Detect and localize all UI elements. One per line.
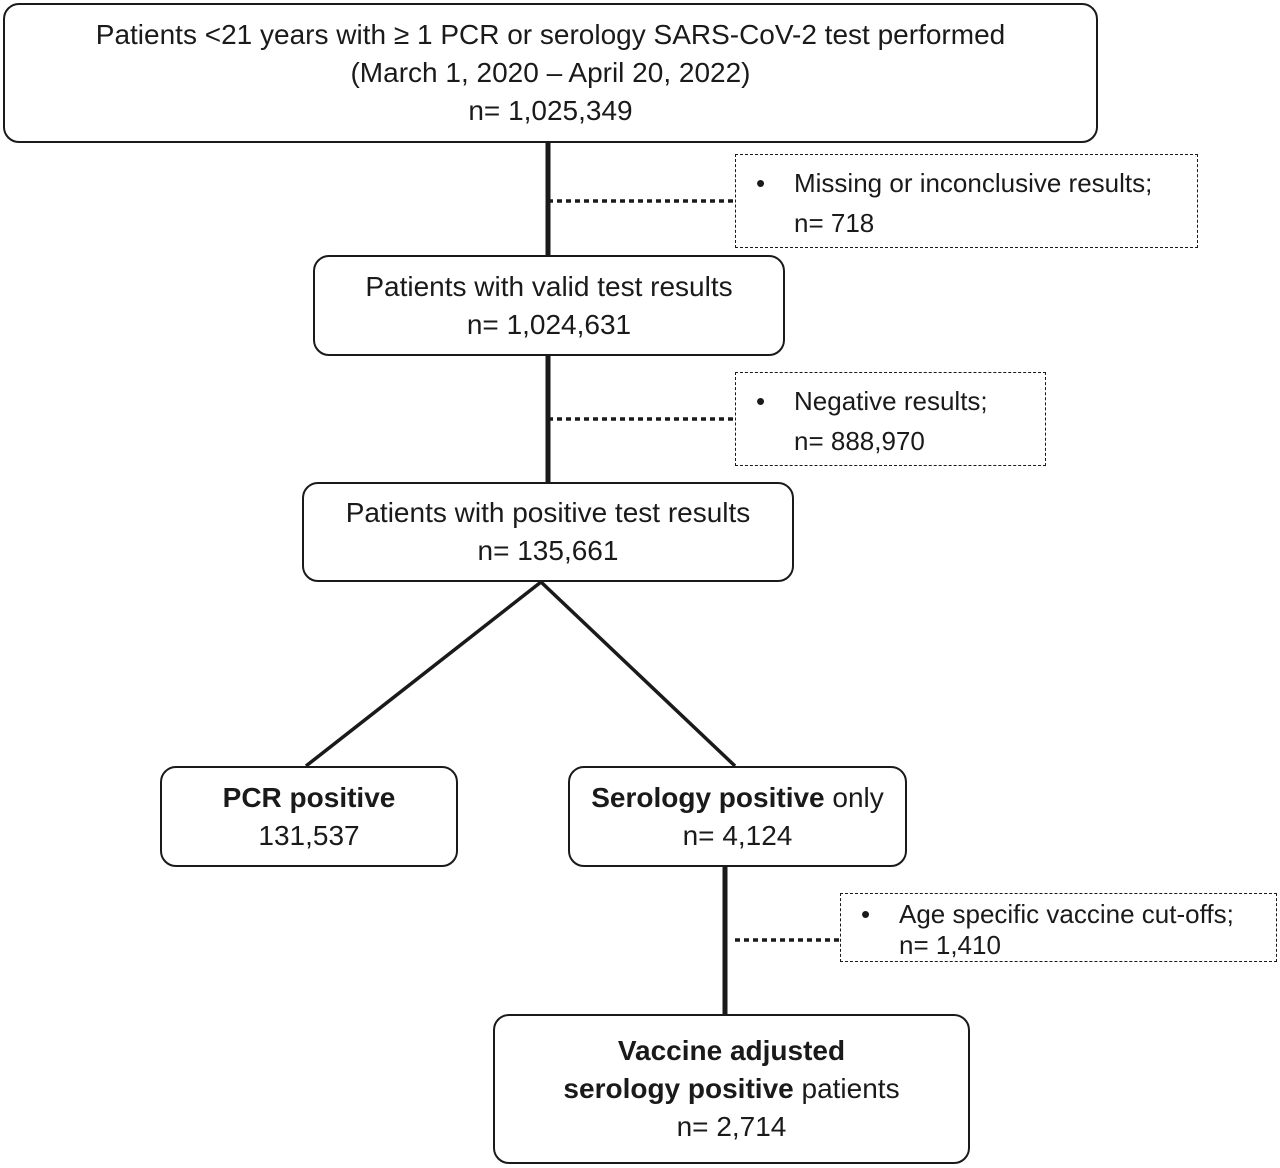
vaccine-adjusted-title: Vaccine adjusted: [617, 1035, 846, 1066]
serology-positive-qualifier: only: [824, 781, 884, 813]
bullet-icon: •: [756, 386, 766, 416]
exclusion-vaccine-cutoff-label: Age specific vaccine cut-offs;: [899, 899, 1234, 929]
connector-positive-to-pcr: [304, 580, 543, 768]
valid-results-box: Patients with valid test results n= 1,02…: [313, 255, 785, 356]
positive-results-count: n= 135,661: [477, 535, 619, 566]
connector-positive-to-serology: [539, 580, 737, 768]
bullet-icon: •: [756, 168, 766, 198]
start-date-range: (March 1, 2020 – April 20, 2022): [350, 57, 751, 88]
start-box: Patients <21 years with ≥ 1 PCR or serol…: [3, 3, 1098, 143]
serology-positive-title: Serology positive only: [591, 779, 884, 817]
start-count: n= 1,025,349: [468, 95, 633, 126]
exclusion-missing-label: Missing or inconclusive results;: [794, 168, 1153, 198]
exclusion-vaccine-cutoff-box: • Age specific vaccine cut-offs; n= 1,41…: [840, 893, 1277, 962]
vaccine-adjusted-subtitle: serology positive patients: [563, 1070, 899, 1108]
vaccine-adjusted-bold-label: serology positive: [563, 1073, 794, 1104]
serology-positive-box: Serology positive only n= 4,124: [568, 766, 907, 867]
exclusion-negative-count: n= 888,970: [794, 426, 925, 456]
pcr-positive-box: PCR positive 131,537: [160, 766, 458, 867]
serology-positive-count: n= 4,124: [682, 819, 793, 851]
vaccine-adjusted-count: n= 2,714: [676, 1111, 787, 1142]
positive-results-title: Patients with positive test results: [345, 497, 751, 528]
valid-results-count: n= 1,024,631: [466, 308, 632, 340]
bullet-icon: •: [861, 899, 871, 929]
exclusion-negative-label: Negative results;: [794, 386, 988, 416]
pcr-positive-count: 131,537: [258, 819, 360, 851]
valid-results-title: Patients with valid test results: [365, 270, 733, 302]
exclusion-missing-count: n= 718: [794, 208, 875, 238]
vaccine-adjusted-suffix: patients: [793, 1073, 900, 1104]
vaccine-adjusted-box: Vaccine adjusted serology positive patie…: [493, 1014, 970, 1164]
positive-results-box: Patients with positive test results n= 1…: [302, 482, 794, 582]
start-title: Patients <21 years with ≥ 1 PCR or serol…: [95, 19, 1006, 50]
pcr-positive-title: PCR positive: [222, 781, 396, 813]
exclusion-missing-box: • Missing or inconclusive results; n= 71…: [735, 154, 1198, 248]
exclusion-negative-box: • Negative results; n= 888,970: [735, 372, 1046, 466]
serology-positive-bold-label: Serology positive: [591, 781, 825, 813]
exclusion-vaccine-cutoff-count: n= 1,410: [899, 930, 1001, 960]
